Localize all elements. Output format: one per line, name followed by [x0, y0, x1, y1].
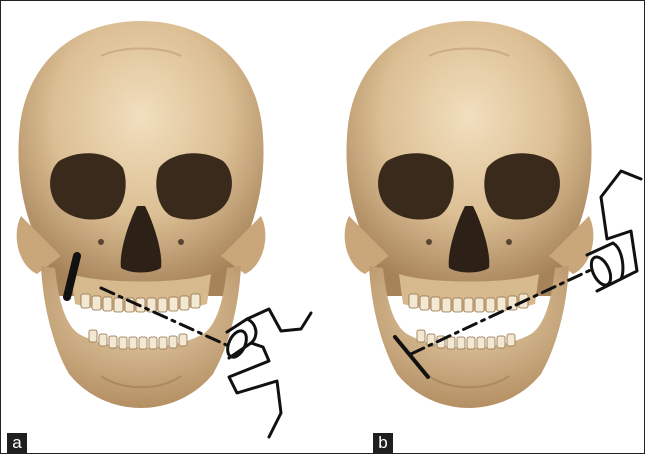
panel-label-a: a [7, 433, 27, 453]
skull-image-b [345, 21, 594, 408]
panel-label-b: b [373, 433, 393, 453]
